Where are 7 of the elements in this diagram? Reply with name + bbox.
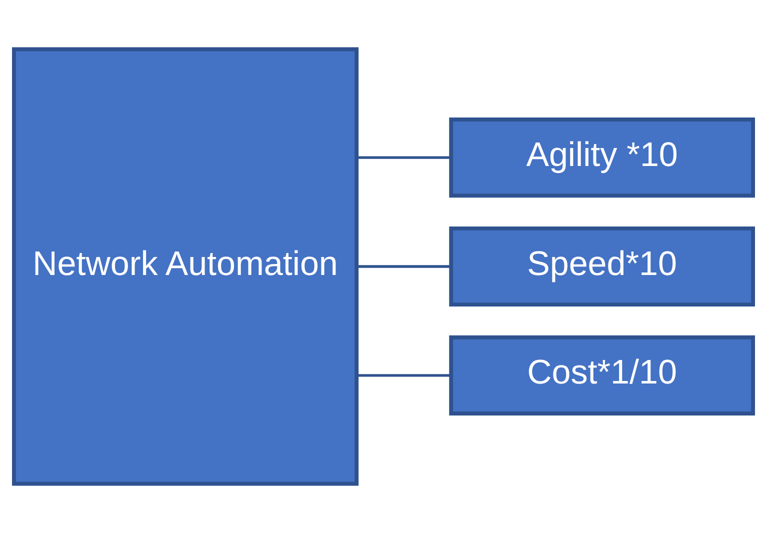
connector bbox=[356, 374, 452, 377]
node-box: Speed*10 bbox=[449, 226, 755, 307]
node-box: Cost*1/10 bbox=[449, 335, 755, 416]
connector bbox=[356, 156, 452, 159]
node-box: Agility *10 bbox=[449, 118, 755, 198]
connector bbox=[356, 265, 452, 268]
node-box: Network Automation bbox=[12, 47, 359, 486]
